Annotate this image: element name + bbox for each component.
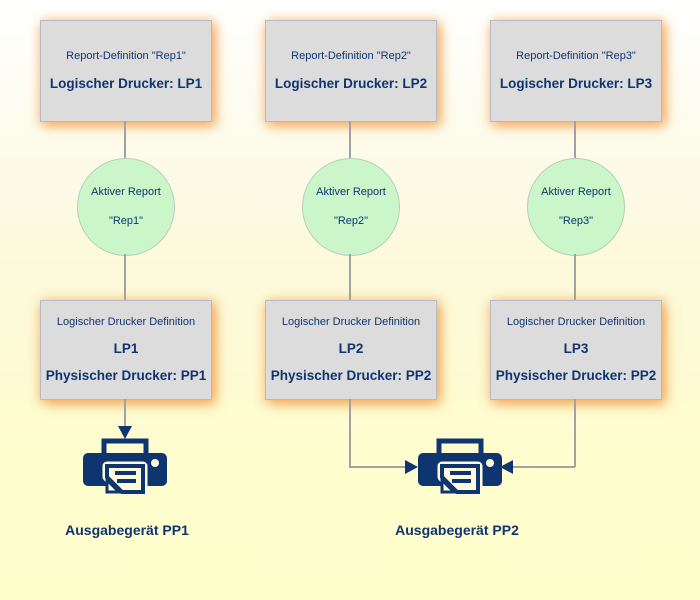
logical-printer-name: LP1 — [113, 341, 139, 356]
arrow-left-icon — [500, 460, 513, 474]
report-definition-box-rep2: Report-Definition "Rep2" Logischer Druck… — [265, 20, 437, 122]
physical-printer-label: Physischer Drucker: PP1 — [45, 368, 207, 383]
active-report-circle-rep1: Aktiver Report "Rep1" — [77, 158, 175, 256]
logical-printer-label: Logischer Drucker: LP2 — [274, 76, 428, 91]
connector-line — [124, 254, 126, 300]
printer-icon — [83, 438, 167, 497]
connector-line — [574, 121, 576, 158]
report-definition-title: Report-Definition "Rep3" — [516, 50, 636, 62]
active-report-title: Aktiver Report — [316, 186, 386, 198]
active-report-title: Aktiver Report — [541, 186, 611, 198]
logical-printer-name: LP3 — [563, 341, 589, 356]
connector-line — [349, 121, 351, 158]
active-report-circle-rep3: Aktiver Report "Rep3" — [527, 158, 625, 256]
printer-icon — [418, 438, 502, 497]
printer-definition-box-lp3: Logischer Drucker Definition LP3 Physisc… — [490, 300, 662, 400]
active-report-circle-rep2: Aktiver Report "Rep2" — [302, 158, 400, 256]
report-definition-box-rep1: Report-Definition "Rep1" Logischer Druck… — [40, 20, 212, 122]
connector-line — [349, 254, 351, 300]
active-report-name: "Rep2" — [333, 215, 369, 227]
output-device-label-pp1: Ausgabegerät PP1 — [65, 522, 189, 538]
connector-line — [349, 399, 351, 467]
report-definition-box-rep3: Report-Definition "Rep3" Logischer Druck… — [490, 20, 662, 122]
connector-line — [574, 399, 576, 467]
active-report-name: "Rep3" — [558, 215, 594, 227]
active-report-name: "Rep1" — [108, 215, 144, 227]
active-report-title: Aktiver Report — [91, 186, 161, 198]
printer-definition-box-lp1: Logischer Drucker Definition LP1 Physisc… — [40, 300, 212, 400]
printer-definition-title: Logischer Drucker Definition — [56, 316, 196, 328]
logical-printer-label: Logischer Drucker: LP3 — [499, 76, 653, 91]
report-definition-title: Report-Definition "Rep1" — [66, 50, 186, 62]
connector-line — [349, 466, 407, 468]
printer-definition-box-lp2: Logischer Drucker Definition LP2 Physisc… — [265, 300, 437, 400]
arrow-down-icon — [118, 426, 132, 439]
connector-line — [124, 399, 126, 426]
printer-definition-title: Logischer Drucker Definition — [506, 316, 646, 328]
connector-line — [513, 466, 575, 468]
report-definition-title: Report-Definition "Rep2" — [291, 50, 411, 62]
connector-line — [124, 121, 126, 158]
physical-printer-label: Physischer Drucker: PP2 — [495, 368, 657, 383]
physical-printer-label: Physischer Drucker: PP2 — [270, 368, 432, 383]
logical-printer-name: LP2 — [338, 341, 364, 356]
logical-printer-label: Logischer Drucker: LP1 — [49, 76, 203, 91]
arrow-right-icon — [405, 460, 418, 474]
printer-definition-title: Logischer Drucker Definition — [281, 316, 421, 328]
connector-line — [574, 254, 576, 300]
output-device-label-pp2: Ausgabegerät PP2 — [395, 522, 519, 538]
